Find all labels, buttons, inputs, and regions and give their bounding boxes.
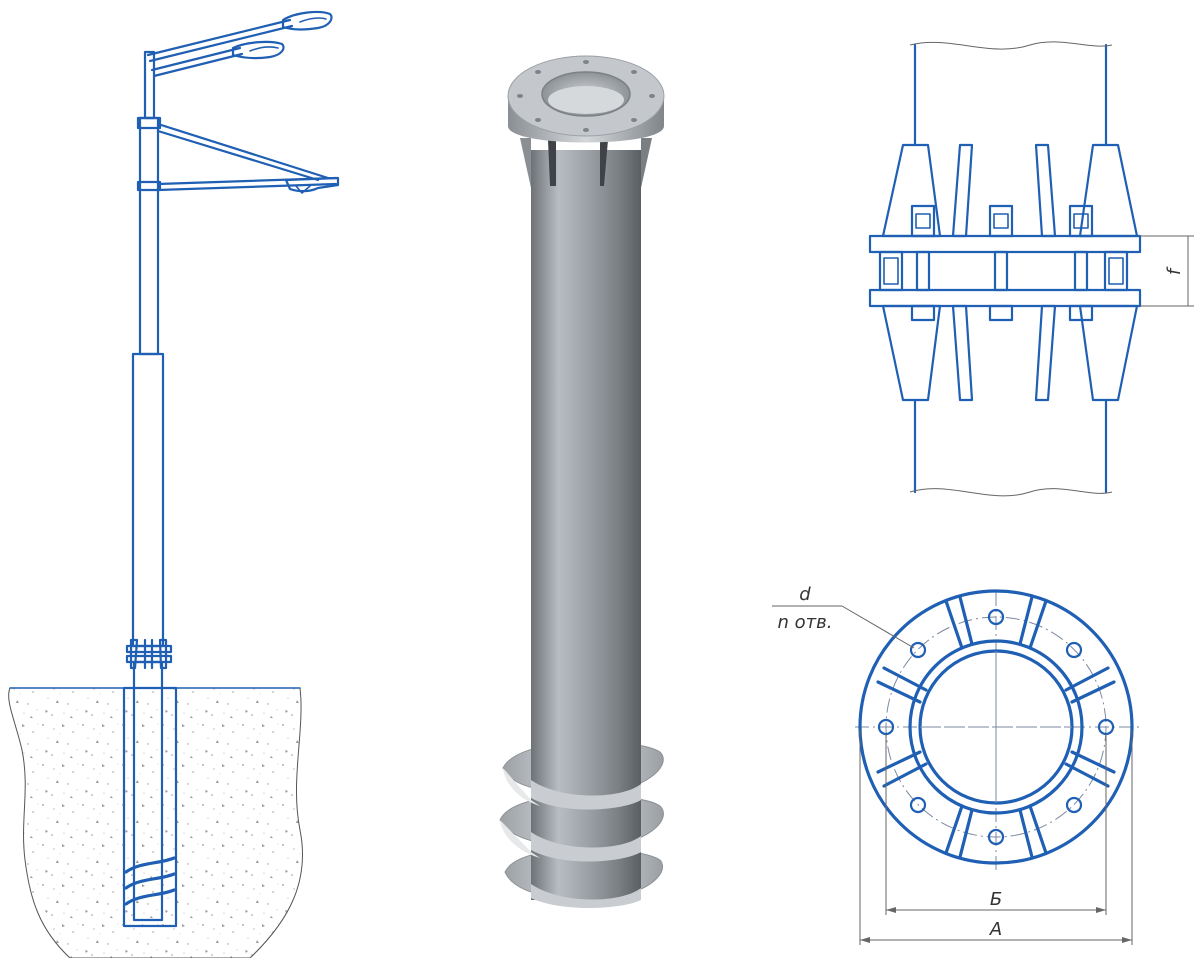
pile-helix (124, 856, 176, 906)
flange-outer-edge (858, 589, 1134, 865)
ground-soil (8, 687, 304, 958)
flange-bolt-holes (517, 60, 655, 132)
pole-elevation-drawing (8, 10, 340, 958)
flange-plate-lower (868, 288, 1142, 308)
pole-flange-joint (125, 638, 173, 670)
pole-lower-section (131, 352, 165, 648)
pole-upper-section (138, 116, 160, 356)
screw-pile-render (499, 55, 665, 908)
pole-top-mast (143, 50, 156, 120)
pile-pipe (531, 150, 641, 900)
pipe-outer-wall (908, 639, 1084, 815)
dim-label-B: Б (990, 889, 1002, 910)
flange-plate-upper (868, 234, 1142, 254)
break-line-top (909, 41, 1113, 50)
flange-joint-elevation: f (868, 41, 1194, 497)
dim-label-n-holes: n отв. (778, 612, 833, 633)
top-bracket-arms (146, 18, 294, 78)
break-line-bottom (909, 488, 1113, 497)
flange-gussets (520, 138, 652, 188)
side-bracket-arm (156, 122, 338, 192)
lamp-side (284, 176, 340, 193)
pile-pit (122, 686, 178, 928)
dim-label-f: f (1164, 266, 1185, 275)
plan-gusset-ribs (876, 595, 1116, 859)
dim-label-d: d (799, 584, 811, 605)
bolt-circle (885, 616, 1107, 838)
lamp-middle (231, 40, 285, 60)
lamp-upper (281, 10, 333, 31)
dim-label-A: А (989, 919, 1002, 940)
flange-plan-view: d n отв. Б А (772, 584, 1140, 945)
flange-bolts (878, 204, 1129, 322)
